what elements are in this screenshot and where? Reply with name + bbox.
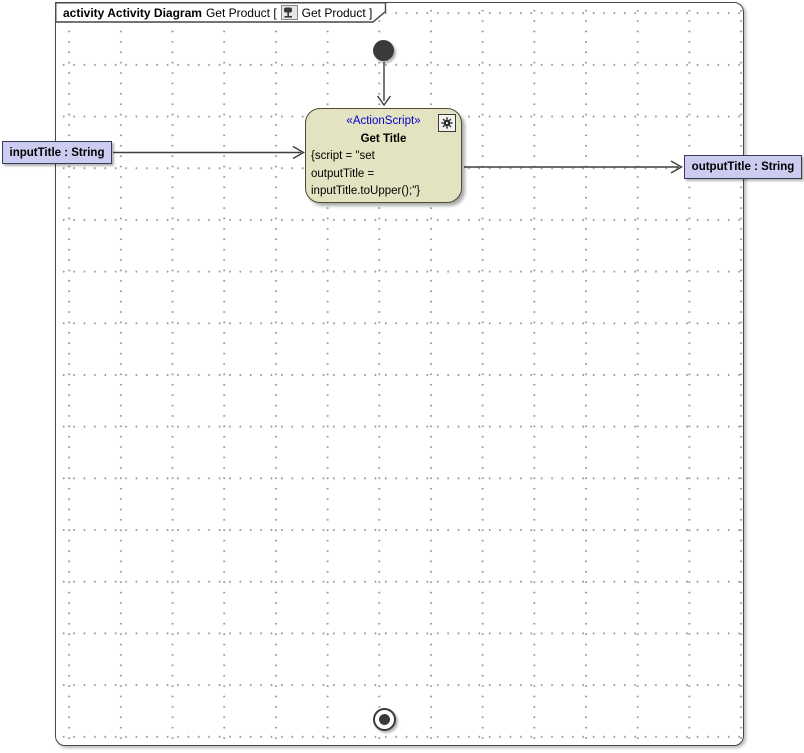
action-script-line-3: inputTitle.toUpper();"} <box>311 185 421 197</box>
tab-context-label: Get Product [ <box>205 5 277 20</box>
tab-keyword-label: activity Activity Diagram <box>63 5 202 20</box>
frame-tab-shape <box>55 2 387 23</box>
final-node-dot <box>379 714 390 725</box>
action-node-get-title[interactable]: «ActionScript» Get Title {script = "set … <box>305 108 462 203</box>
activity-diagram-icon <box>280 5 298 20</box>
action-name: Get Title <box>360 132 407 145</box>
output-parameter-label: outputTitle : String <box>691 161 795 173</box>
action-script-line-2: outputTitle = <box>311 167 375 180</box>
tab-diagram-label: Get Product ] <box>301 5 373 20</box>
frame-tab <box>55 2 387 23</box>
final-node[interactable] <box>373 708 396 731</box>
frame-tab-label: activity Activity Diagram Get Product [ … <box>63 4 372 21</box>
action-script-line-1: {script = "set <box>311 150 375 162</box>
gear-icon <box>438 114 456 132</box>
input-parameter-label: inputTitle : String <box>9 146 105 159</box>
initial-node[interactable] <box>373 40 394 61</box>
input-parameter-node[interactable]: inputTitle : String <box>2 141 112 164</box>
action-stereotype: «ActionScript» <box>346 115 421 127</box>
output-parameter-node[interactable]: outputTitle : String <box>684 155 802 179</box>
